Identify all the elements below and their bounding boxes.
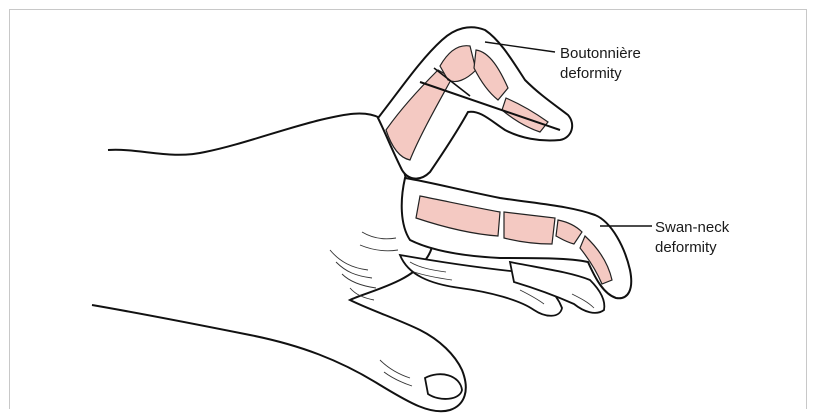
swan-neck-label: Swan-neck deformity (655, 218, 729, 258)
swan-neck-label-line1: Swan-neck (655, 218, 729, 238)
boutonniere-label-line2: deformity (560, 64, 641, 84)
boutonniere-label: Boutonnière deformity (560, 44, 641, 84)
swan-neck-label-line2: deformity (655, 238, 729, 258)
boutonniere-label-line1: Boutonnière (560, 44, 641, 64)
